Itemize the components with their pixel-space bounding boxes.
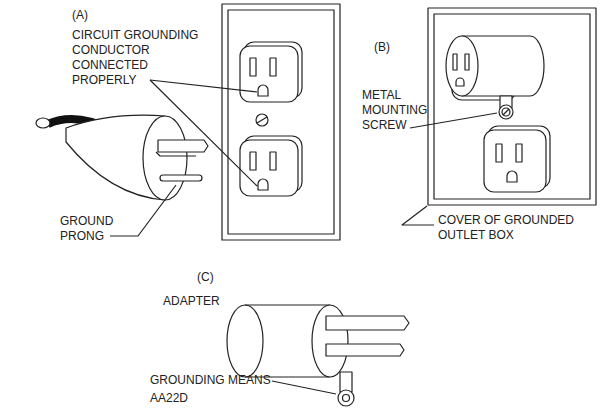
mounting-screw [502, 108, 510, 116]
figure-code: AA22D [150, 391, 230, 406]
tab-ring [338, 390, 354, 406]
receptacle [484, 130, 546, 192]
ground-tab [340, 372, 352, 392]
ground-hole [507, 171, 517, 182]
screw-slot [257, 117, 267, 123]
callout-label: GROUNDING MEANS [150, 373, 280, 388]
receptacle [240, 46, 298, 102]
leader-line [272, 381, 336, 394]
tab-hole [343, 395, 350, 402]
adapter-blade [326, 344, 404, 356]
screw-slot [503, 109, 509, 115]
slot [250, 152, 256, 170]
slot [250, 58, 256, 76]
plate-screw [256, 114, 268, 126]
ground-prong [160, 175, 202, 181]
slot [465, 54, 469, 70]
tab-ring [499, 105, 513, 119]
callout-label: COVER OF GROUNDED OUTLET BOX [438, 213, 588, 243]
ground-hole [456, 78, 464, 86]
panel-letter: (B) [374, 40, 414, 55]
panel-letter: (A) [72, 8, 132, 23]
cord-end [36, 118, 50, 128]
wall-plate [222, 4, 340, 240]
leader-line [150, 80, 257, 92]
slot [516, 144, 522, 162]
callout-label: CIRCUIT GROUNDING CONDUCTOR CONNECTED PR… [72, 28, 212, 88]
adapter-face [446, 36, 478, 96]
leader-line [402, 206, 434, 225]
slot [270, 58, 276, 76]
cover-bevel [434, 14, 590, 199]
plug-blade-edge [156, 152, 196, 156]
wall-plate-bevel [228, 10, 334, 234]
slot [453, 54, 457, 70]
plug-blade [158, 140, 208, 152]
adapter-back [227, 305, 263, 377]
slot [270, 152, 276, 170]
callout-label: ADAPTER [163, 294, 243, 309]
callout-label: METAL MOUNTING SCREW [362, 88, 432, 133]
ground-hole [258, 85, 268, 96]
outlet-box-cover [428, 8, 596, 205]
panel-letter: (C) [197, 270, 237, 285]
slot [496, 144, 502, 162]
callout-label: GROUND PRONG [60, 214, 130, 244]
plug-face [143, 116, 187, 200]
receptacle [240, 140, 298, 196]
ground-hole [258, 179, 268, 190]
leader-line [110, 185, 176, 236]
adapter-blade [326, 316, 409, 330]
